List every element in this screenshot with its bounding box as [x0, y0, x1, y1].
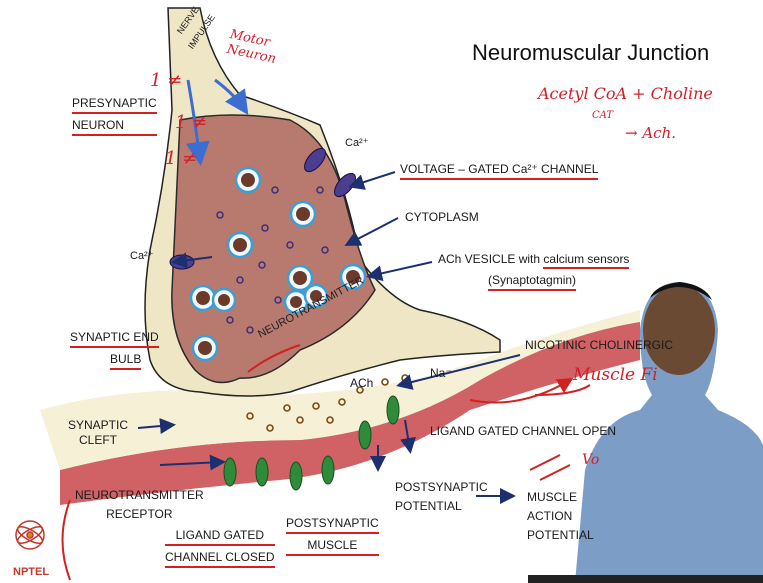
postsynaptic-muscle-label: POSTSYNAPTIC MUSCLE	[286, 516, 379, 556]
postsyn-muscle-line1: POSTSYNAPTIC	[286, 516, 379, 534]
cat-handwriting: CAT	[592, 110, 613, 121]
nt-receptor-label: NEUROTRANSMITTER RECEPTOR	[75, 488, 204, 522]
one-neq-1: 1 ≠	[150, 70, 182, 91]
vol-handwriting: Vo	[582, 452, 599, 468]
synaptic-end-bulb-label: SYNAPTIC END BULB	[70, 330, 159, 370]
ligand-closed-line2: CHANNEL CLOSED	[165, 550, 275, 568]
muscle-action-potential-label: MUSCLE ACTION POTENTIAL	[527, 490, 594, 543]
muscle-fi-handwriting: Muscle Fi	[573, 365, 658, 385]
postsyn-potential-line2: POTENTIAL	[395, 499, 488, 514]
acetyl-coa-handwriting: Acetyl CoA + Choline	[538, 84, 713, 103]
muscle-ap-line2: ACTION	[527, 509, 594, 524]
muscle-ap-line1: MUSCLE	[527, 490, 594, 505]
nptel-logo	[15, 521, 44, 549]
nptel-logo-text: NPTEL	[13, 566, 49, 578]
synaptic-end-line1: SYNAPTIC END	[70, 330, 159, 348]
postsyn-muscle-line2: MUSCLE	[286, 538, 379, 556]
voltage-gated-label: VOLTAGE – GATED Ca²⁺ CHANNEL	[400, 162, 598, 180]
synaptic-cleft-line1: SYNAPTIC	[68, 418, 128, 433]
ach-label: ACh	[350, 376, 373, 391]
nt-receptor-line1: NEUROTRANSMITTER	[75, 488, 204, 503]
cytoplasm-label: CYTOPLASM	[405, 210, 479, 225]
muscle-ap-line3: POTENTIAL	[527, 528, 594, 543]
ach-vesicle-label: ACh VESICLE with calcium sensors	[438, 252, 629, 267]
nicotinic-cholinergic-label: NICOTINIC CHOLINERGIC	[525, 338, 673, 353]
presynaptic-line2: NEURON	[72, 118, 157, 136]
ligand-closed-line1: LIGAND GATED	[165, 528, 275, 546]
synaptic-cleft-label: SYNAPTIC CLEFT	[68, 418, 128, 448]
ach-vesicle-text: ACh VESICLE	[438, 252, 515, 266]
ligand-gated-closed-label: LIGAND GATED CHANNEL CLOSED	[165, 528, 275, 568]
synaptotagmin-label: (Synaptotagmin)	[488, 273, 576, 291]
ach-product-handwriting: → Ach.	[625, 124, 676, 142]
ca-top-label: Ca²⁺	[345, 137, 369, 151]
calcium-sensors-text: calcium sensors	[543, 252, 629, 269]
nt-receptor-line2: RECEPTOR	[75, 507, 204, 522]
postsyn-potential-line1: POSTSYNAPTIC	[395, 480, 488, 495]
postsynaptic-potential-label: POSTSYNAPTIC POTENTIAL	[395, 480, 488, 514]
na-label: Na⁻	[430, 366, 452, 381]
synaptic-cleft-line2: CLEFT	[68, 433, 128, 448]
ligand-gated-open-label: LIGAND GATED CHANNEL OPEN	[430, 424, 616, 439]
one-neq-3: 1 ≠	[165, 148, 197, 169]
ca-left-label: Ca²⁺	[130, 250, 154, 264]
presynaptic-neuron-label: PRESYNAPTIC NEURON	[72, 96, 157, 136]
synaptic-end-line2: BULB	[110, 352, 141, 370]
presynaptic-line1: PRESYNAPTIC	[72, 96, 157, 114]
ach-vesicle-with: with	[519, 252, 540, 266]
one-neq-2: 1 ≠	[175, 112, 207, 133]
diagram-title: Neuromuscular Junction	[472, 40, 709, 66]
